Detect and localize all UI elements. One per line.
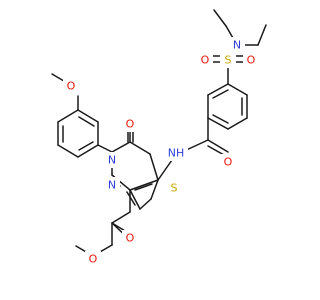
bond — [207, 83, 229, 96]
bond — [227, 83, 248, 96]
bond — [57, 144, 79, 158]
bond — [213, 9, 227, 27]
atom-label-oxygen: O — [89, 253, 98, 266]
atom-label-nitrogen: N — [108, 179, 116, 192]
bond — [139, 198, 152, 210]
atom-label-oxygen: O — [67, 80, 76, 93]
atom-label-sulfur: S — [225, 54, 232, 67]
bond — [111, 141, 131, 153]
bond — [111, 211, 131, 224]
bond — [97, 144, 113, 153]
bond — [126, 191, 136, 206]
bond — [129, 189, 141, 210]
molecule-canvas: N S O O O NH S O O N N O O — [51, 9, 267, 267]
bond — [77, 109, 99, 123]
bond — [57, 109, 79, 123]
bond — [129, 141, 151, 155]
atom-label-sulfur: S — [171, 182, 178, 195]
bond — [157, 159, 173, 181]
bond — [129, 179, 159, 191]
atom-label-nh: NH — [168, 147, 185, 160]
bond — [150, 179, 159, 200]
bond — [78, 116, 95, 127]
bond — [207, 139, 229, 153]
bond — [207, 145, 225, 156]
atom-label-nitrogen: N — [233, 39, 241, 52]
atom-label-nitrogen: N — [108, 154, 116, 167]
bond — [257, 24, 267, 46]
bond — [134, 183, 153, 191]
structure-diagram: N S O O O NH S O O N N O O — [51, 9, 267, 267]
atom-label-oxygen: O — [224, 156, 233, 169]
bond — [207, 117, 229, 130]
bond — [212, 89, 229, 99]
bond — [212, 114, 229, 124]
atom-label-oxygen: O — [126, 232, 135, 245]
bond — [227, 117, 248, 130]
atom-label-oxygen: O — [201, 54, 210, 67]
bond — [149, 153, 159, 181]
bond — [78, 141, 94, 151]
bond — [77, 144, 99, 158]
atom-labels: N S O O O NH S O O N N O O — [63, 37, 259, 267]
atom-label-oxygen: O — [126, 118, 135, 131]
atom-label-oxygen: O — [247, 54, 256, 67]
